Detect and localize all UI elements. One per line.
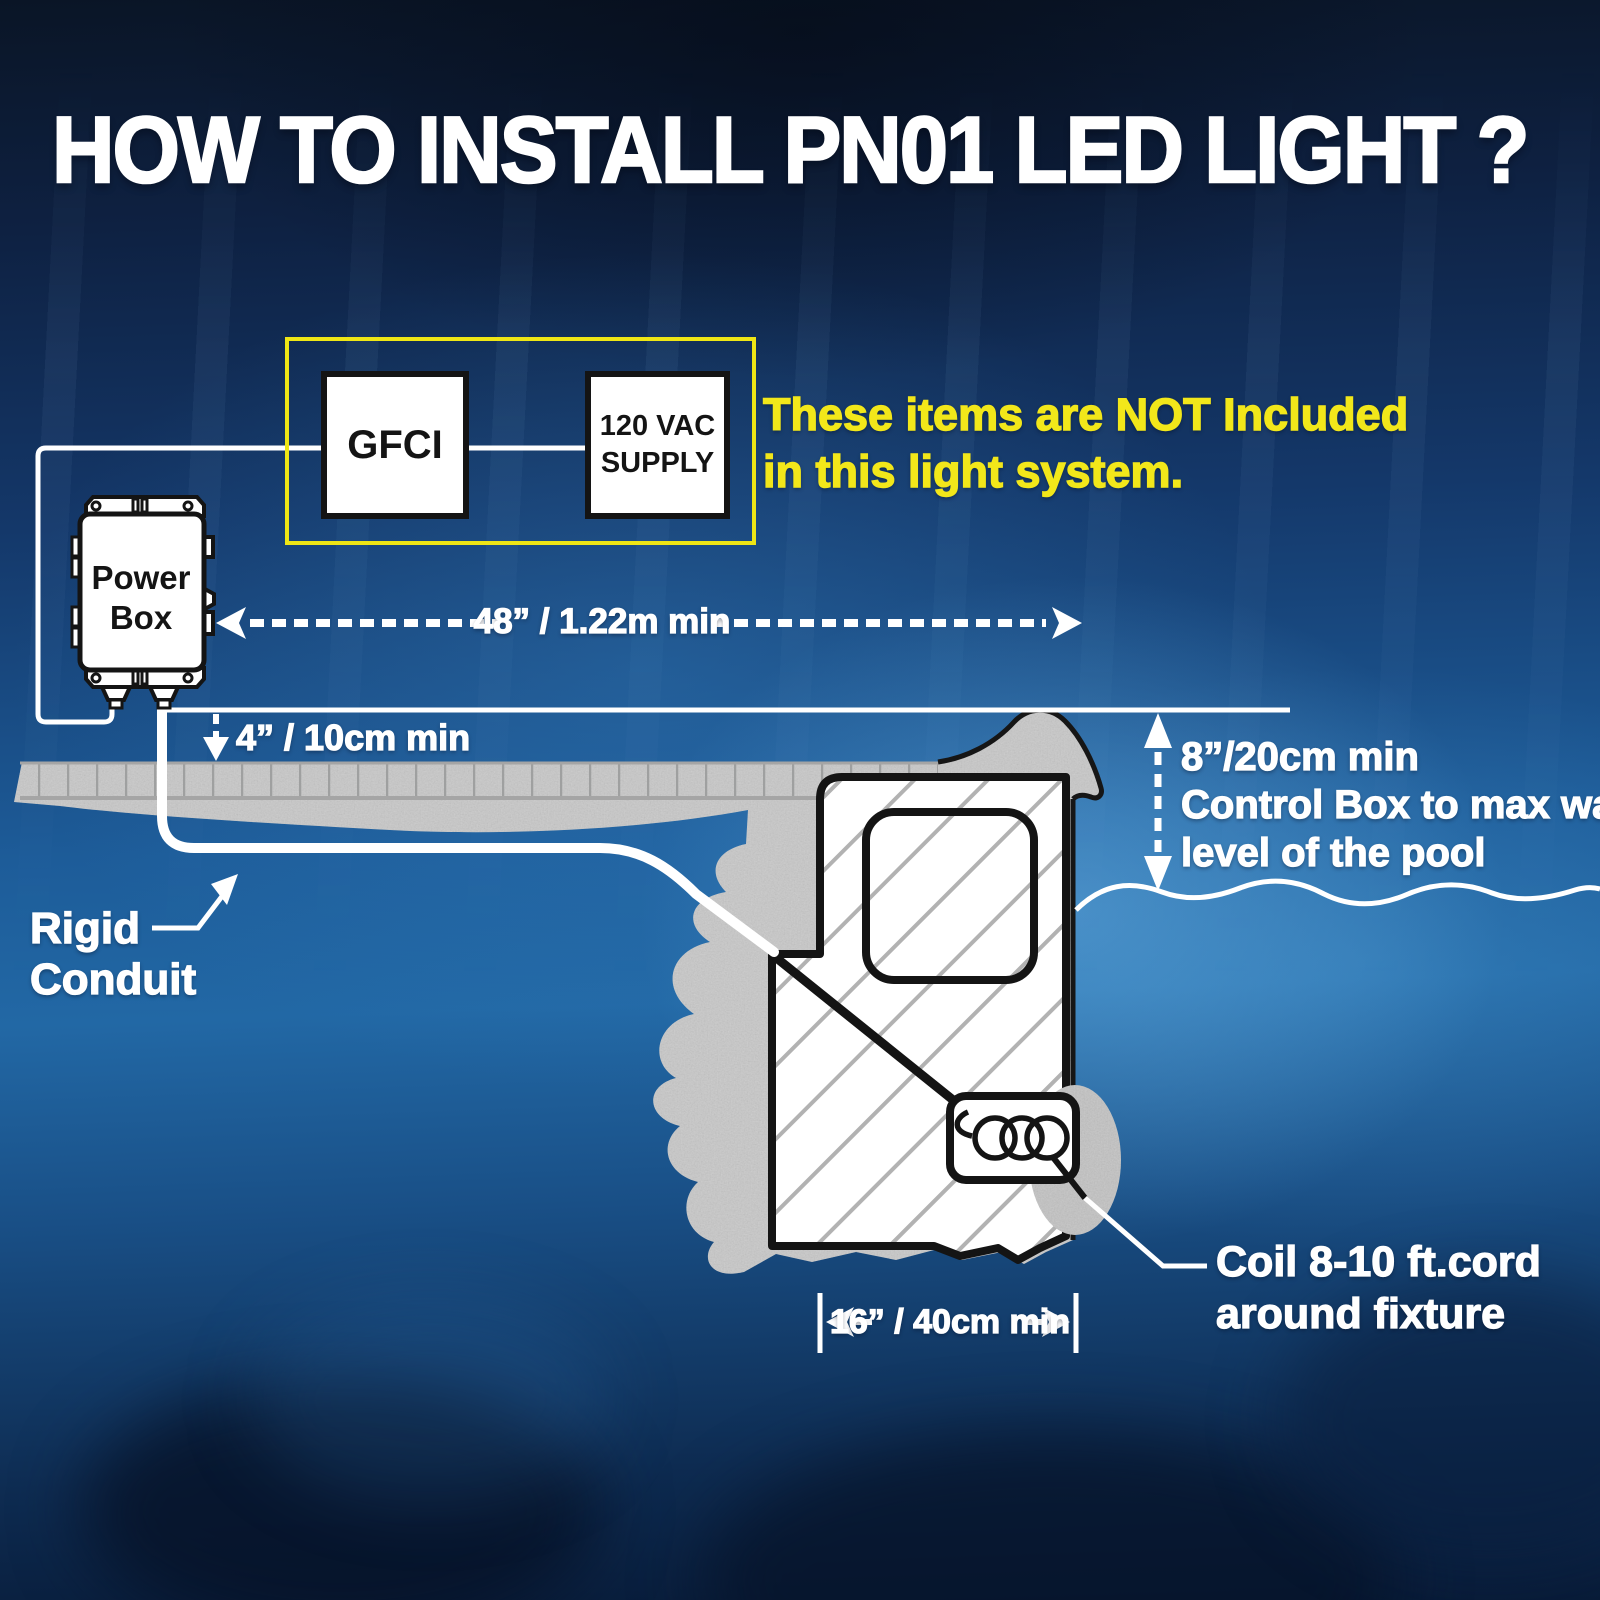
wire-gfci-to-powerbox bbox=[35, 445, 321, 725]
coil-cord-line-2: around fixture bbox=[1215, 1289, 1506, 1338]
coil-entry bbox=[954, 1109, 973, 1139]
rigid-conduit-pointer bbox=[152, 889, 228, 931]
coping-outline bbox=[937, 707, 1104, 801]
dim-48-right-arrowhead bbox=[1052, 607, 1082, 639]
dim-48-left-arrowhead bbox=[216, 607, 246, 639]
page-title: HOW TO INSTALL PN01 LED LIGHT ? bbox=[51, 96, 1531, 204]
rigid-conduit-line bbox=[157, 695, 779, 957]
coil-cord-label: Coil 8-10 ft.cord around fixture bbox=[1215, 1236, 1541, 1340]
coil-exit-cord bbox=[1049, 1154, 1088, 1200]
cord-coil bbox=[1024, 1115, 1070, 1161]
dim-16-left-arrowhead bbox=[826, 1307, 854, 1337]
rigid-conduit-line-1: Rigid bbox=[29, 903, 140, 953]
dim-16-right-arrowhead bbox=[1042, 1307, 1070, 1337]
background-blob bbox=[80, 1380, 600, 1600]
rigid-conduit-arrowhead bbox=[211, 874, 238, 905]
dim-8-line-2: Control Box to max water bbox=[1180, 782, 1600, 827]
cord-coil bbox=[999, 1115, 1045, 1161]
supply-label-line-2: SUPPLY bbox=[600, 447, 715, 479]
water-level-line bbox=[1074, 878, 1600, 912]
gfci-box: GFCI bbox=[321, 371, 469, 519]
cable-gland-right bbox=[146, 685, 182, 702]
cord-coil bbox=[972, 1115, 1018, 1161]
deck-tile-joints bbox=[20, 763, 938, 798]
cable-gland-left bbox=[98, 685, 134, 702]
dim-8-up-arrowhead bbox=[1144, 713, 1172, 748]
power-box-label-line-2: Box bbox=[109, 599, 173, 636]
dim-8-text: 8”/20cm min Control Box to max water lev… bbox=[1180, 733, 1600, 877]
power-box-label-line-1: Power bbox=[91, 559, 191, 596]
power-box-label: Power Box bbox=[78, 558, 204, 638]
gfci-label: GFCI bbox=[347, 422, 443, 467]
dim-8-line-1: 8”/20cm min bbox=[1180, 734, 1419, 779]
background-blob bbox=[250, 1300, 610, 1500]
niche-housing bbox=[862, 808, 1038, 984]
dim-8-down-arrowhead bbox=[1144, 856, 1172, 891]
dim-8-line-3: level of the pool bbox=[1180, 830, 1486, 875]
note-line-2: in this light system. bbox=[762, 445, 1184, 497]
background-blob bbox=[1280, 1280, 1600, 1560]
dim-4-text: 4” / 10cm min bbox=[235, 716, 471, 758]
power-box-body bbox=[77, 511, 207, 673]
coil-leader-line bbox=[1083, 1196, 1207, 1269]
dim-48-text: 48” / 1.22m min bbox=[473, 601, 731, 641]
rigid-conduit-label: Rigid Conduit bbox=[29, 903, 197, 1005]
dim-4-arrowhead bbox=[203, 737, 229, 761]
note-line-1: These items are NOT Included bbox=[762, 388, 1409, 440]
fixture-cord bbox=[769, 951, 973, 1117]
dim-16-text: 16” / 40cm min bbox=[829, 1302, 1071, 1341]
not-included-frame bbox=[285, 337, 756, 545]
power-box bbox=[70, 495, 216, 710]
niche-border bbox=[768, 773, 1070, 1264]
not-included-note: These items are NOT Included in this lig… bbox=[762, 386, 1409, 500]
coil-cord-line-1: Coil 8-10 ft.cord bbox=[1215, 1237, 1541, 1286]
supply-box: 120 VAC SUPPLY bbox=[585, 371, 730, 519]
rigid-conduit-line-2: Conduit bbox=[29, 954, 197, 1004]
supply-label-line-1: 120 VAC bbox=[599, 410, 716, 442]
